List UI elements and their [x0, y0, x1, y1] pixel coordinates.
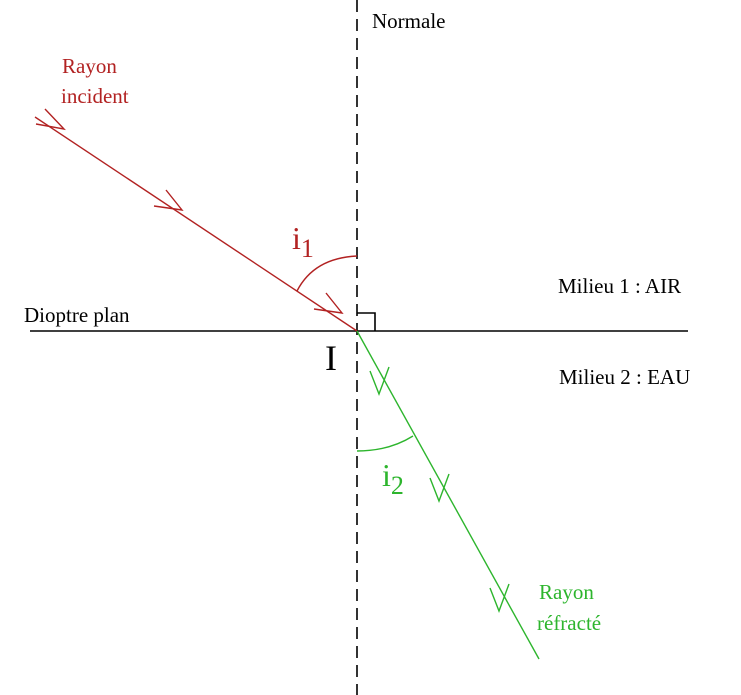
dioptre-label: Dioptre plan: [24, 303, 130, 327]
angle-i2-base: i: [382, 457, 391, 493]
incident-ray: [34, 108, 358, 332]
refracted-arrow-2: [429, 473, 450, 503]
point-i-label: I: [325, 338, 337, 378]
angle-i1-label: i1: [292, 220, 314, 263]
refracted-ray: [356, 330, 540, 660]
incident-label-line1: Rayon: [62, 54, 117, 78]
angle-i2-subscript: 2: [391, 471, 404, 500]
right-angle-marker: [357, 312, 376, 331]
angle-i2-arc: [356, 435, 414, 452]
incident-arrow-1: [35, 108, 66, 131]
incident-arrow-3: [313, 292, 344, 314]
refracte-label-line2: réfracté: [537, 611, 601, 635]
angle-i1-base: i: [292, 220, 301, 256]
milieu2-label: Milieu 2 : EAU: [559, 365, 690, 389]
refracted-arrow-1: [369, 366, 390, 396]
incident-label-line2: incident: [61, 84, 129, 108]
normal-label: Normale: [372, 9, 445, 33]
angle-i1-arc: [296, 255, 358, 292]
angle-i2-label: i2: [382, 457, 404, 500]
incident-arrow-2: [153, 189, 184, 211]
milieu1-label: Milieu 1 : AIR: [558, 274, 681, 298]
refracte-label-line1: Rayon: [539, 580, 594, 604]
angle-i1-subscript: 1: [301, 234, 314, 263]
refracted-arrow-3: [489, 583, 510, 613]
